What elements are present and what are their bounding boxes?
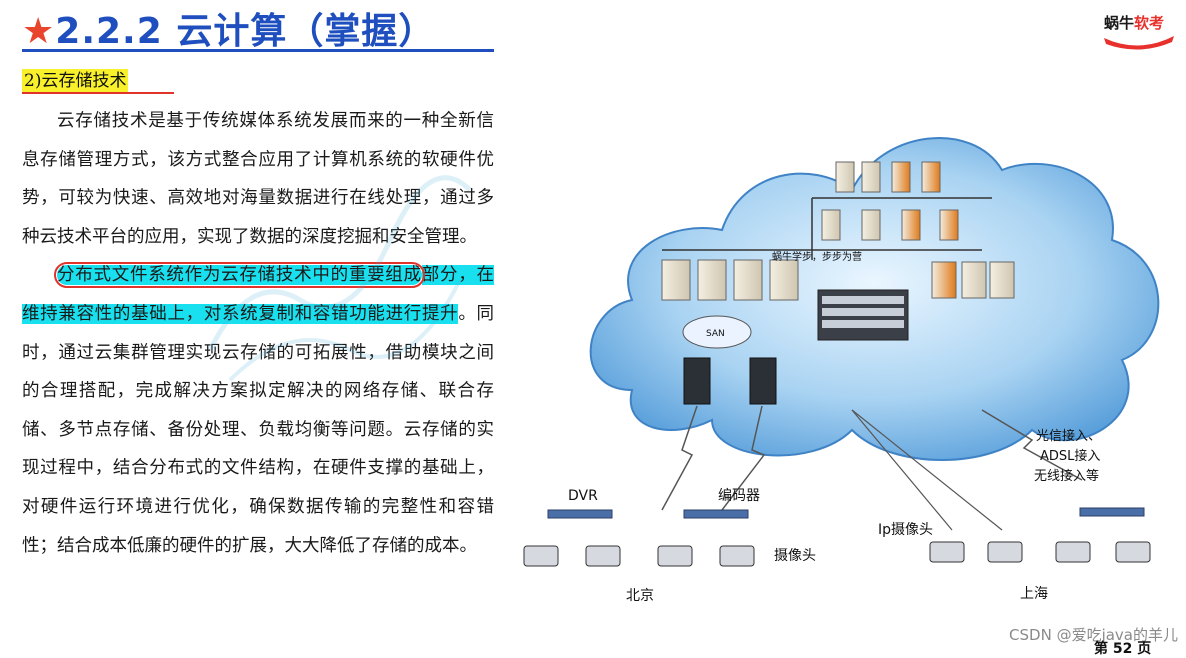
beijing-label: 北京 <box>626 588 654 604</box>
encoder-label: 编码器 <box>718 488 760 504</box>
server-icon <box>821 161 959 241</box>
camera-icon <box>523 541 1151 567</box>
logo-text-b: 软考 <box>1134 14 1165 32</box>
shanghai-label: 上海 <box>1020 586 1048 602</box>
page-title-text: 2.2.2 云计算（掌握） <box>55 11 436 52</box>
logo-swoosh-icon <box>1104 36 1174 50</box>
storage-server-icon <box>661 259 799 301</box>
paragraph-1: 云存储技术是基于传统媒体系统发展而来的一种全新信息存储管理方式，该方式整合应用了… <box>22 111 494 247</box>
logo-text-a: 蜗牛 <box>1104 14 1135 32</box>
dvr-label: DVR <box>568 488 598 504</box>
cloud-caption: 蜗牛学步，步步为营 <box>772 250 862 263</box>
camera-label: 摄像头 <box>774 548 816 564</box>
paragraph-2-rest: 。同时，通过云集群管理实现云存储的可拓展性，借助模块之间的合理搭配，完成解决方案… <box>22 303 495 556</box>
cloud-storage-diagram: 蜗牛学步，步步为营 SAN DVR 编码器 摄像头 Ip摄像头 光信接入、 AD… <box>523 137 1160 604</box>
star-icon: ★ <box>22 11 56 52</box>
section-label: 2)云存储技术 <box>22 69 129 93</box>
access-label-1: 光信接入、 <box>1036 428 1101 444</box>
storage-server-icon <box>931 261 1015 299</box>
access-label-3: 无线接入等 <box>1034 468 1099 484</box>
csdn-watermark: CSDN @爱吃java的羊儿 <box>1009 626 1178 644</box>
page-title: ★2.2.2 云计算（掌握） <box>22 2 435 52</box>
body-text: 云存储技术是基于传统媒体系统发展而来的一种全新信息存储管理方式，该方式整合应用了… <box>22 102 494 565</box>
section-underline <box>22 92 174 94</box>
ip-camera-label: Ip摄像头 <box>878 522 933 538</box>
title-underline <box>22 49 494 52</box>
san-cloud-icon <box>682 315 752 349</box>
storage-array-icon <box>817 289 909 341</box>
highlight-circled: 分布式文件系统作为云存储技术中的重要组成 <box>54 262 425 289</box>
encoder-device-icon <box>547 507 1145 519</box>
paragraph-2: 分布式文件系统作为云存储技术中的重要组成部分，在维持兼容性的基础上，对系统复制和… <box>22 256 494 565</box>
san-label: SAN <box>706 329 725 339</box>
access-label-2: ADSL接入 <box>1040 448 1100 464</box>
brand-logo: 蜗牛软考 <box>1098 4 1180 54</box>
page-number: 第 52 页 <box>1094 641 1152 657</box>
rack-server-icon <box>683 357 777 405</box>
